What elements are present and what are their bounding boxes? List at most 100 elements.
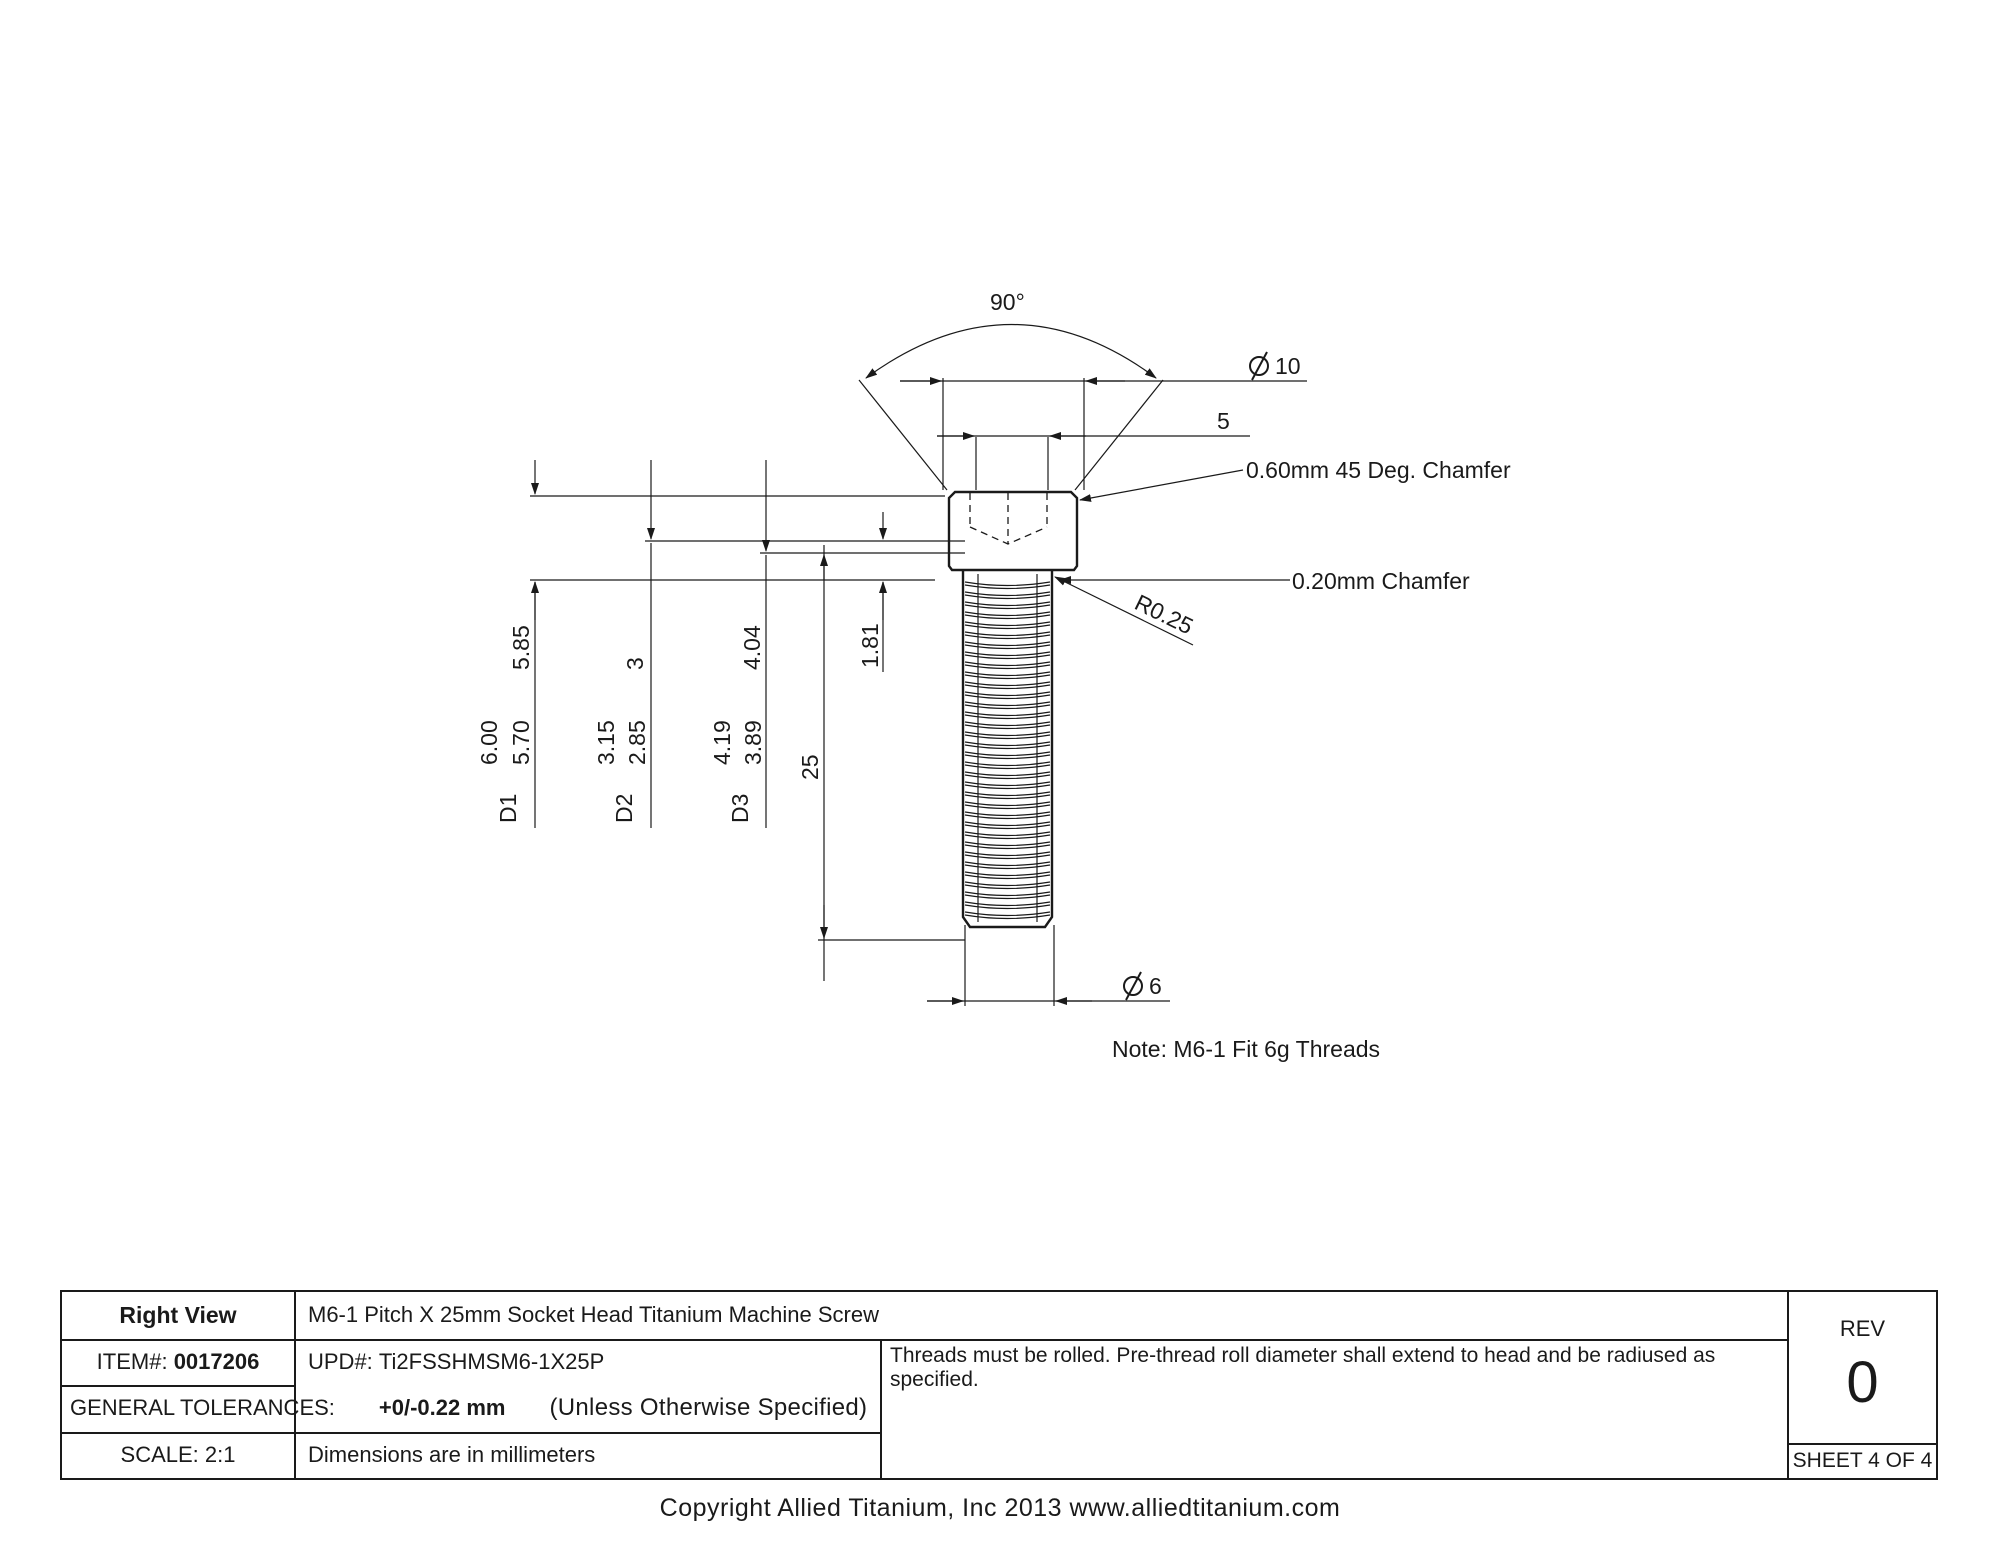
head-chamfer-callout: 0.60mm 45 Deg. Chamfer xyxy=(1079,457,1511,502)
thread-line xyxy=(964,741,1051,747)
head-diameter-dimension: 10 xyxy=(900,351,1307,490)
thread-line xyxy=(964,674,1051,680)
thread-line xyxy=(964,601,1051,607)
thread-line xyxy=(964,894,1051,900)
d1-min: 5.70 xyxy=(508,720,534,765)
dim-5-85: 5.85 xyxy=(508,625,534,670)
thread-line xyxy=(964,611,1051,617)
title-block: Right View M6-1 Pitch X 25mm Socket Head… xyxy=(60,1290,1938,1480)
thread-line xyxy=(964,851,1051,857)
screw-head xyxy=(947,490,1079,572)
dim-4-04: 4.04 xyxy=(739,625,765,670)
thread-line xyxy=(964,811,1051,817)
shank-chamfer-note: 0.20mm Chamfer xyxy=(1292,568,1470,594)
socket-width-dimension: 5 xyxy=(937,408,1250,490)
thread-line xyxy=(964,681,1051,687)
thread-line xyxy=(964,724,1051,730)
thread-line xyxy=(964,631,1051,637)
thread-line xyxy=(964,891,1051,897)
head-chamfer-note: 0.60mm 45 Deg. Chamfer xyxy=(1246,457,1511,483)
view-name: Right View xyxy=(119,1301,237,1328)
sheet-number: SHEET 4 OF 4 xyxy=(1792,1448,1933,1472)
thread-line xyxy=(964,694,1051,700)
socket-width-value: 5 xyxy=(1217,408,1230,434)
thread-line xyxy=(964,801,1051,807)
thread-line xyxy=(964,881,1051,887)
thread-line xyxy=(964,734,1051,740)
thread-line xyxy=(964,671,1051,677)
thread-line xyxy=(964,821,1051,827)
thread-line xyxy=(964,911,1051,917)
thread-line xyxy=(964,771,1051,777)
angle-dimension: 90° xyxy=(858,289,1164,491)
thread-line xyxy=(964,701,1051,707)
thread-line xyxy=(964,844,1051,850)
angle-label: 90° xyxy=(990,289,1025,315)
thread-line xyxy=(964,661,1051,667)
thread-line xyxy=(964,634,1051,640)
screw-part xyxy=(947,490,1079,929)
thread-line xyxy=(964,914,1051,920)
thread-line xyxy=(964,614,1051,620)
thread-line xyxy=(964,804,1051,810)
dim-25: 25 xyxy=(797,754,823,780)
thread-line xyxy=(964,764,1051,770)
thread-line xyxy=(964,594,1051,600)
dim-1-81: 1.81 xyxy=(857,623,883,668)
thread-line xyxy=(964,751,1051,757)
thread-line xyxy=(964,641,1051,647)
thread-line xyxy=(964,721,1051,727)
thread-rolling-note: Threads must be rolled. Pre-thread roll … xyxy=(890,1344,1716,1392)
d2-label: D2 xyxy=(611,794,637,823)
thread-line xyxy=(964,584,1051,590)
thread-line xyxy=(964,781,1051,787)
thread-diameter-dimension: 6 xyxy=(927,925,1170,1006)
thread-line xyxy=(964,664,1051,670)
d1-label: D1 xyxy=(495,794,521,823)
thread-line xyxy=(964,794,1051,800)
upd-cell: UPD#: Ti2FSSHMSM6-1X25P xyxy=(308,1339,878,1385)
thread-line xyxy=(964,864,1051,870)
thread-line xyxy=(964,874,1051,880)
thread-line xyxy=(964,761,1051,767)
thread-line xyxy=(964,581,1051,587)
rev-label: REV xyxy=(1839,1315,1886,1341)
screw-shank xyxy=(961,570,1054,929)
item-number: 0017206 xyxy=(173,1348,260,1374)
tolerance-label: GENERAL TOLERANCES: xyxy=(70,1395,335,1421)
diameter-symbol xyxy=(1249,351,1269,381)
copyright-footer: Copyright Allied Titanium, Inc 2013 www.… xyxy=(659,1494,1341,1522)
socket-hidden-lines xyxy=(969,493,1048,545)
thread-line xyxy=(964,591,1051,597)
thread-line xyxy=(964,691,1051,697)
thread-line xyxy=(964,711,1051,717)
vertical-dimensions: 5.85 6.00 5.70 D1 3 3.15 2.85 D2 4.04 4.… xyxy=(476,460,965,981)
thread-line xyxy=(964,831,1051,837)
fillet-radius-value: R0.25 xyxy=(1131,589,1198,639)
thread-line xyxy=(964,684,1051,690)
thread-line xyxy=(964,621,1051,627)
thread-line xyxy=(964,861,1051,867)
d3-label: D3 xyxy=(727,794,753,823)
scale: SCALE: 2:1 xyxy=(120,1441,236,1467)
dim-3: 3 xyxy=(622,657,648,670)
thread-line xyxy=(964,854,1051,860)
thread-line xyxy=(964,624,1051,630)
thread-line xyxy=(964,704,1051,710)
d2-max: 3.15 xyxy=(593,720,619,765)
thread-line xyxy=(964,814,1051,820)
diameter-symbol-small xyxy=(1123,971,1143,1001)
thread-line xyxy=(964,744,1051,750)
thread-note: Note: M6-1 Fit 6g Threads xyxy=(1112,1036,1380,1062)
thread-line xyxy=(964,841,1051,847)
d2-min: 2.85 xyxy=(624,720,650,765)
thread-line xyxy=(964,644,1051,650)
head-diameter-value: 10 xyxy=(1275,353,1301,379)
upd-label: UPD#: xyxy=(308,1348,373,1374)
units-note: Dimensions are in millimeters xyxy=(308,1441,596,1467)
tolerance-cell: GENERAL TOLERANCES: +0/-0.22 mm (Unless … xyxy=(70,1385,880,1432)
d3-min: 3.89 xyxy=(740,720,766,765)
thread-line xyxy=(964,901,1051,907)
thread-diameter-value: 6 xyxy=(1149,973,1162,999)
